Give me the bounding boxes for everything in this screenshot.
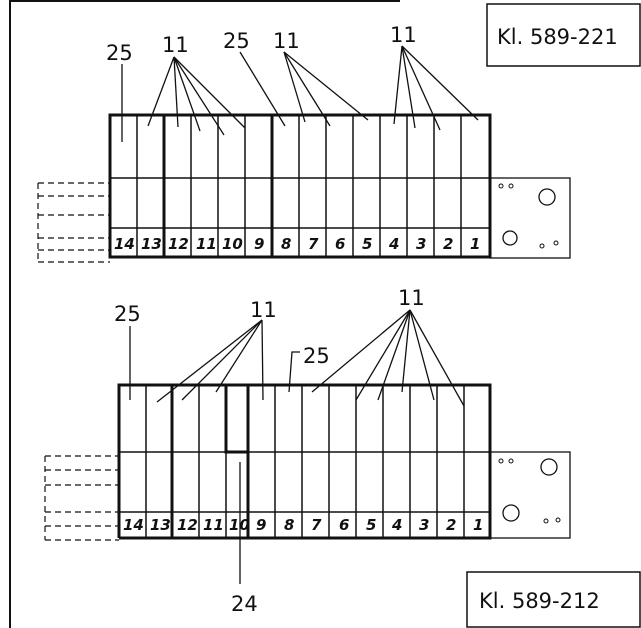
top-terminal-6: 6: [335, 235, 345, 253]
top-terminal-1: 1: [470, 235, 480, 253]
bottom-diagram: Kl. 589-212 25 11 25 11 24: [44, 286, 641, 628]
callout-25-top-a: 25: [106, 41, 133, 65]
top-terminal-9: 9: [254, 235, 264, 253]
bottom-class-label-box: [466, 571, 641, 628]
bottom-terminal-3: 3: [419, 516, 429, 534]
callout-11-top-c: 11: [390, 23, 417, 47]
bottom-terminal-14: 14: [123, 516, 144, 534]
bottom-terminal-5: 5: [366, 516, 376, 534]
top-terminal-4: 4: [388, 235, 399, 253]
callout-11-top-a: 11: [162, 33, 189, 57]
bottom-terminal-2: 2: [446, 516, 456, 534]
bottom-strip: [44, 383, 571, 541]
top-terminal-2: 2: [443, 235, 453, 253]
callout-25-bottom-b: 25: [303, 344, 330, 368]
top-terminal-7: 7: [308, 235, 319, 253]
bottom-terminal-4: 4: [391, 516, 402, 534]
top-terminal-3: 3: [416, 235, 426, 253]
top-terminal-8: 8: [281, 235, 291, 253]
top-class-label: Kl. 589-221: [497, 25, 618, 49]
bottom-terminal-1: 1: [473, 516, 483, 534]
callout-25-bottom-a: 25: [114, 302, 141, 326]
bottom-terminal-7: 7: [311, 516, 322, 534]
bottom-class-label: Kl. 589-212: [479, 589, 600, 613]
bottom-terminal-11: 11: [203, 516, 224, 534]
callout-11-top-b: 11: [273, 29, 300, 53]
callout-24: 24: [231, 592, 258, 616]
top-leader-lines: [121, 45, 479, 142]
bottom-terminal-10: 10: [229, 516, 250, 534]
top-terminal-13: 13: [141, 235, 162, 253]
bottom-terminal-12: 12: [177, 516, 198, 534]
top-strip: [37, 113, 571, 263]
bottom-terminal-9: 9: [256, 516, 266, 534]
callout-25-top-b: 25: [223, 29, 250, 53]
callout-11-bottom-a: 11: [250, 298, 277, 322]
top-terminal-12: 12: [168, 235, 189, 253]
top-terminal-numbers: 14 13 12 11 10 9 8 7 6 5 4 3 2 1: [114, 235, 480, 253]
top-terminal-14: 14: [114, 235, 135, 253]
top-terminal-10: 10: [222, 235, 243, 253]
callout-11-bottom-b: 11: [398, 286, 425, 310]
top-class-label-box: [486, 3, 641, 67]
top-diagram: Kl. 589-221 25 11 25 11 11: [37, 3, 641, 263]
top-terminal-5: 5: [362, 235, 372, 253]
bottom-leader-lines: [129, 309, 465, 584]
bottom-terminal-6: 6: [339, 516, 349, 534]
bottom-terminal-13: 13: [150, 516, 171, 534]
bottom-terminal-8: 8: [284, 516, 294, 534]
top-terminal-11: 11: [196, 235, 217, 253]
bottom-terminal-numbers: 14 13 12 11 10 9 8 7 6 5 4 3 2 1: [123, 516, 483, 534]
